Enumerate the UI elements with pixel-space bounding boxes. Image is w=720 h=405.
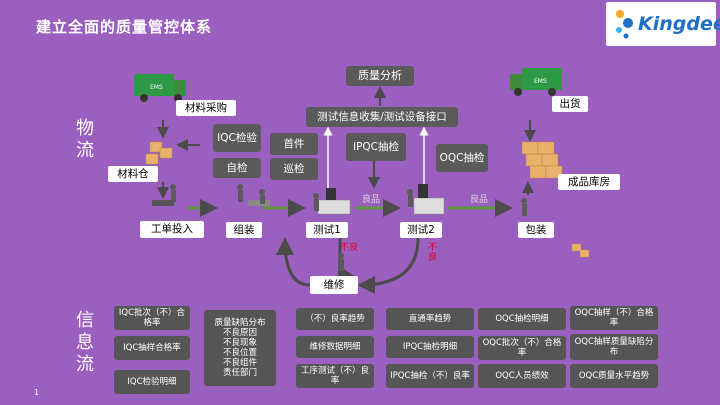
- iqc-sample-rate-box: IQC抽样合格率: [114, 336, 190, 360]
- shipping-box: 出货: [552, 96, 588, 112]
- defect2-arrow: [357, 237, 420, 294]
- test2-box: 测试2: [400, 222, 442, 238]
- kingdee-logo: Kingdee: [606, 2, 720, 46]
- ipqc-detail-box: IPQC抽检明细: [386, 336, 474, 358]
- test2-station-icon: [407, 184, 445, 215]
- repair-detail-box: 维修数据明细: [296, 336, 374, 358]
- patrol-inspect-box: 巡检: [270, 158, 318, 180]
- assembly-box: 组装: [226, 222, 262, 238]
- test1-station-icon: [313, 188, 351, 215]
- logo-dots-icon: [616, 10, 633, 39]
- logo-text: Kingdee: [638, 13, 720, 35]
- ipqc-sampling-box: IPQC抽检: [346, 133, 406, 161]
- material-flow-label: 物流: [75, 118, 95, 162]
- oqc-staff-box: OQC人员绩效: [478, 364, 566, 388]
- defect-rate-trend-box: （不）良率趋势: [296, 308, 374, 330]
- svg-text:EMS: EMS: [150, 84, 163, 91]
- worker-release-icon: [152, 184, 176, 206]
- iqc-inspect-box: IQC检验: [213, 124, 261, 152]
- assembly-station-icon: [237, 184, 270, 206]
- repair-box: 维修: [310, 276, 358, 294]
- test1-box: 测试1: [306, 222, 348, 238]
- defect1-label: 不良: [340, 243, 359, 253]
- packer-icon: [521, 198, 527, 216]
- oqc-sample-rate-box: OQC抽样（不）合格率: [570, 306, 658, 330]
- packing-box: 包装: [518, 222, 554, 238]
- material-warehouse-box: 材料仓: [108, 166, 158, 182]
- info-flow-label: 信息流: [75, 310, 95, 376]
- oqc-level-trend-box: OQC质量水平趋势: [570, 364, 658, 388]
- shipping-cartons-icon: [571, 243, 590, 258]
- self-inspect-box: 自检: [213, 158, 261, 178]
- process-defect-rate-box: 工序测试（不）良率: [296, 364, 374, 388]
- first-article-box: 首件: [270, 133, 318, 155]
- svg-text:EMS: EMS: [534, 78, 547, 85]
- oqc-batch-rate-box: OQC批次（不）合格率: [478, 336, 566, 360]
- page-number: 1: [34, 388, 40, 397]
- iqc-detail-box: IQC检验明细: [114, 370, 190, 394]
- good2-label: 良品: [470, 195, 489, 205]
- ipqc-rate-box: IPQC抽检（不）良率: [386, 364, 474, 388]
- repair-return-arrow: [276, 237, 311, 287]
- pass-rate-trend-box: 直通率趋势: [386, 308, 474, 330]
- info-flow-text: 信息流: [76, 310, 94, 375]
- material-cartons-icon: [145, 141, 173, 165]
- page-title: 建立全面的质量管控体系: [36, 18, 213, 36]
- good1-label: 良品: [362, 195, 381, 205]
- oqc-defect-dist-box: OQC抽样质量缺陷分布: [570, 334, 658, 360]
- defect-distribution-box: 质量缺陷分布 不良原因 不良现象 不良位置 不良组件 责任部门: [204, 310, 276, 386]
- oqc-detail-box: OQC抽检明细: [478, 308, 566, 330]
- material-purchase-box: 材料采购: [176, 100, 236, 116]
- defect2-label: 不良: [428, 243, 438, 263]
- quality-analysis-box: 质量分析: [346, 66, 414, 86]
- finished-goods-cartons-icon: [521, 141, 563, 179]
- repair-technician-icon: [338, 253, 344, 271]
- finished-goods-box: 成品库房: [558, 174, 620, 190]
- oqc-sampling-box: OQC抽检: [436, 144, 488, 172]
- order-release-box: 工单投入: [140, 221, 204, 238]
- outbound-truck-icon: EMS: [510, 68, 562, 96]
- inbound-truck-icon: EMS: [134, 74, 186, 102]
- material-flow-text: 物流: [76, 118, 94, 161]
- iqc-batch-rate-box: IQC批次（不）合格率: [114, 306, 190, 330]
- test-info-box: 测试信息收集/测试设备接口: [306, 107, 458, 127]
